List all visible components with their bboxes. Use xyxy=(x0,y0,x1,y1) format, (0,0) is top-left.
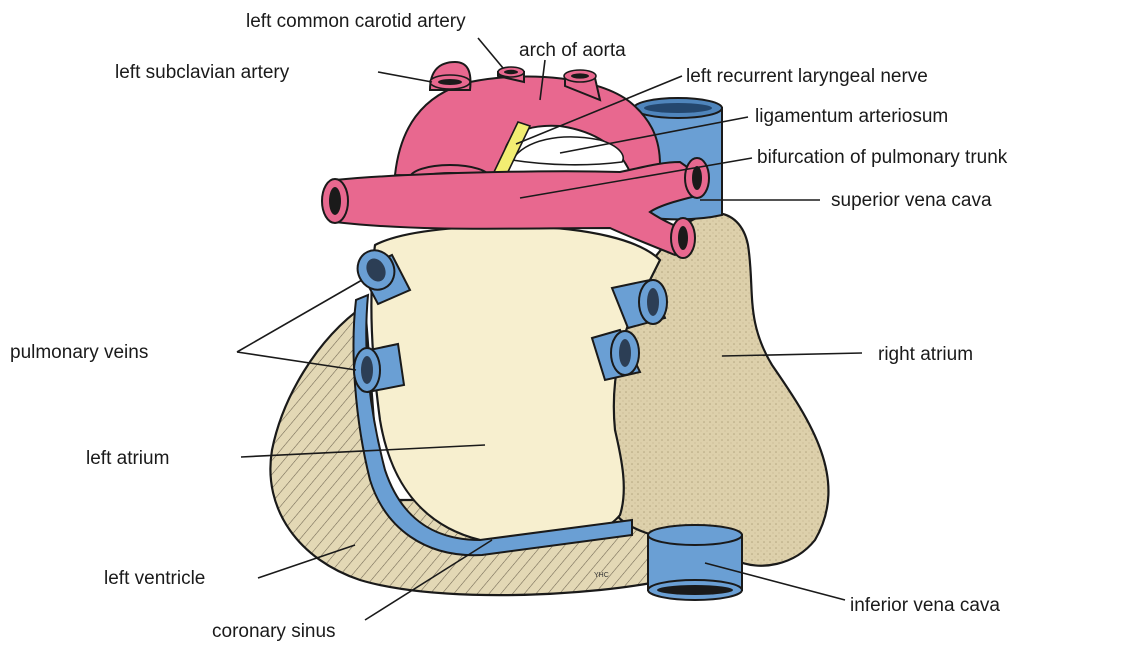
label-inferior-vena-cava: inferior vena cava xyxy=(850,595,1000,616)
label-left-atrium: left atrium xyxy=(86,448,169,469)
inferior-vena-cava-shape xyxy=(648,525,742,600)
label-left-common-carotid-artery: left common carotid artery xyxy=(246,11,466,32)
label-left-subclavian-artery: left subclavian artery xyxy=(115,62,290,83)
pulmonary-vein-lower-left xyxy=(354,344,404,392)
label-ligamentum-arteriosum: ligamentum arteriosum xyxy=(755,106,948,127)
leader-left-common-carotid-artery xyxy=(478,38,503,68)
label-pulmonary-veins: pulmonary veins xyxy=(10,342,148,363)
label-coronary-sinus: coronary sinus xyxy=(212,621,336,642)
label-left-ventricle: left ventricle xyxy=(104,568,205,589)
label-left-recurrent-laryngeal-nerve: left recurrent laryngeal nerve xyxy=(686,66,928,87)
label-bifurcation-of-pulmonary-trunk: bifurcation of pulmonary trunk xyxy=(757,147,1008,168)
label-arch-of-aorta: arch of aorta xyxy=(519,40,626,61)
artist-signature: YHC xyxy=(594,572,609,579)
label-superior-vena-cava: superior vena cava xyxy=(831,190,992,211)
label-right-atrium: right atrium xyxy=(878,344,973,365)
leader-left-subclavian-artery xyxy=(378,72,432,82)
